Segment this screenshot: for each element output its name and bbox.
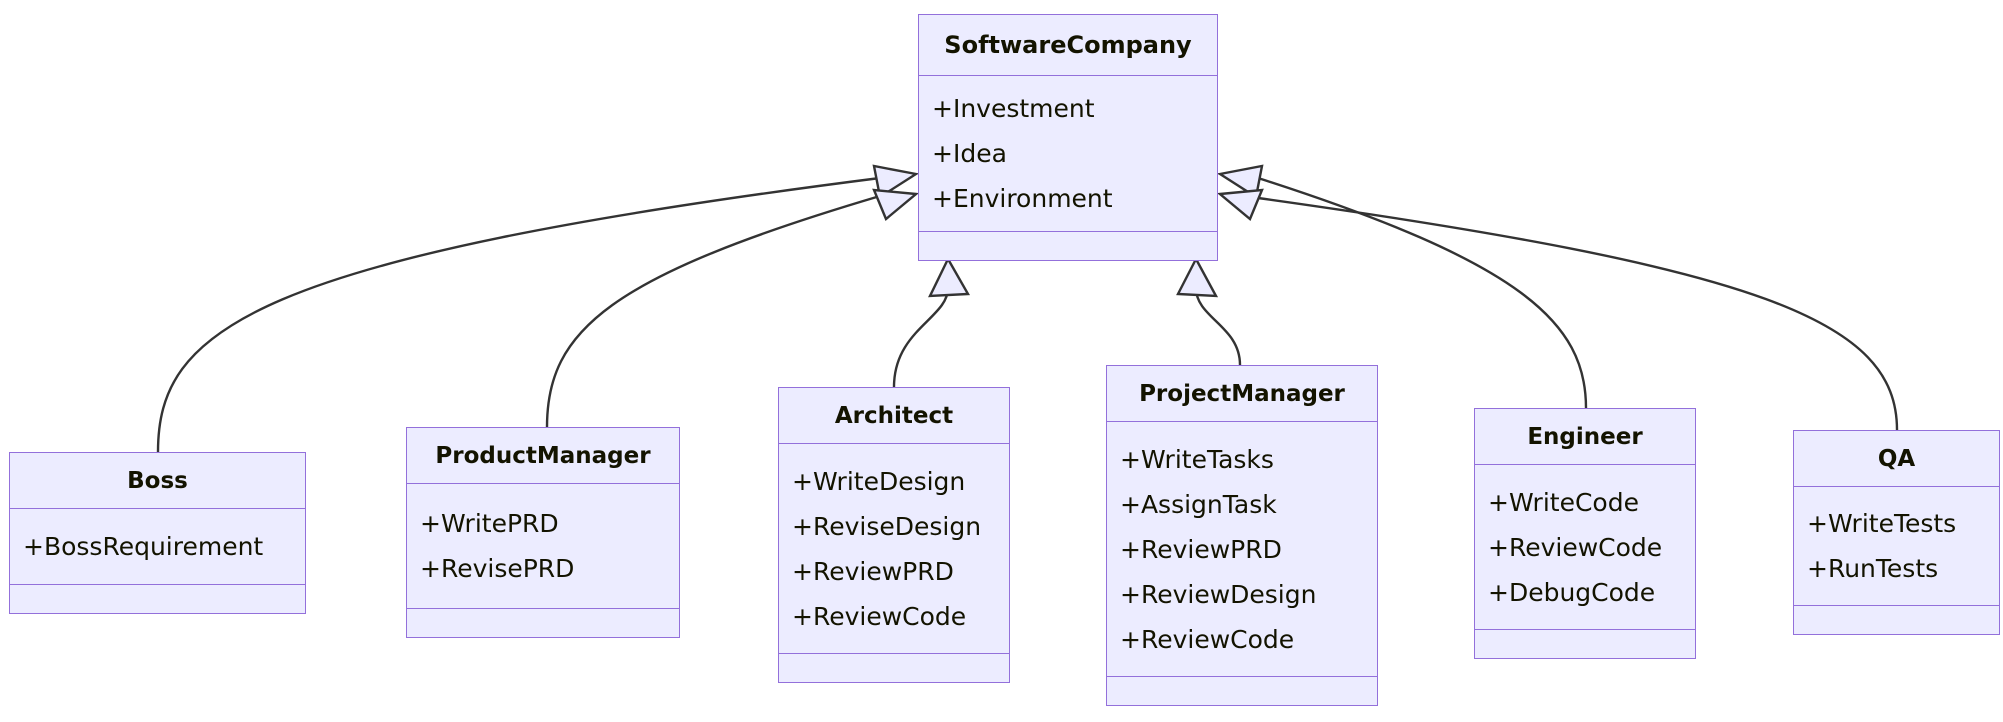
class-title-software-company: SoftwareCompany <box>944 31 1192 59</box>
class-divider-top-project-manager <box>1107 421 1377 422</box>
class-title-product-manager: ProductManager <box>435 442 651 469</box>
class-node-project-manager[interactable]: ProjectManager +WriteTasks +AssignTask +Rev… <box>1106 365 1378 706</box>
class-attributes-project-manager: +WriteTasks +AssignTask +ReviewPRD +ReviewD… <box>1107 422 1377 676</box>
class-attribute: +WriteTasks <box>1120 444 1274 474</box>
arrowhead-projectmanager <box>1176 256 1219 298</box>
class-attributes-engineer: +WriteCode +ReviewCode +DebugCode <box>1475 465 1695 629</box>
class-title-project-manager: ProjectManager <box>1139 380 1345 407</box>
class-attribute: +RunTests <box>1807 554 1939 583</box>
class-attribute: +WriteDesign <box>792 466 966 496</box>
class-attribute: +ReviseDesign <box>792 511 982 541</box>
arrowhead-engineer <box>1216 164 1264 199</box>
class-attributes-product-manager: +WritePRD +RevisePRD <box>407 484 679 608</box>
class-attributes-software-company: +Investment +Idea +Environment <box>919 76 1217 231</box>
class-node-software-company[interactable]: SoftwareCompany +Investment +Idea +Environm… <box>918 14 1218 261</box>
class-attribute: +ReviewPRD <box>1120 534 1282 564</box>
class-divider-top-engineer <box>1475 464 1695 465</box>
class-node-qa[interactable]: QA +WriteTests +RunTests <box>1793 430 2000 635</box>
class-attributes-qa: +WriteTests +RunTests <box>1794 487 1999 605</box>
class-divider-bottom-project-manager <box>1107 676 1377 677</box>
class-title-boss: Boss <box>127 467 188 494</box>
class-methods-product-manager <box>407 609 679 637</box>
class-attribute: +ReviewCode <box>792 601 967 631</box>
class-divider-bottom-engineer <box>1475 629 1695 630</box>
class-attributes-boss: +BossRequirement <box>10 509 305 584</box>
class-title-engineer: Engineer <box>1527 423 1643 450</box>
class-node-engineer[interactable]: Engineer +WriteCode +ReviewCode +DebugCode <box>1474 408 1696 659</box>
class-methods-boss <box>10 585 305 613</box>
class-attribute: +AssignTask <box>1120 489 1277 519</box>
class-attribute: +Investment <box>932 94 1095 123</box>
class-methods-software-company <box>919 232 1217 260</box>
class-methods-engineer <box>1475 630 1695 658</box>
class-node-product-manager[interactable]: ProductManager +WritePRD +RevisePRD <box>406 427 680 638</box>
class-divider-bottom-boss <box>10 584 305 585</box>
class-divider-top-qa <box>1794 486 1999 487</box>
class-divider-bottom-qa <box>1794 605 1999 606</box>
class-attribute: +WritePRD <box>420 509 559 538</box>
class-attribute: +BossRequirement <box>23 532 264 561</box>
class-attribute: +ReviewCode <box>1120 624 1295 654</box>
class-attribute: +ReviewDesign <box>1120 579 1317 609</box>
class-title-qa: QA <box>1877 445 1916 472</box>
class-divider-top-software-company <box>919 75 1217 76</box>
class-attribute: +DebugCode <box>1488 577 1656 607</box>
class-divider-bottom-product-manager <box>407 608 679 609</box>
arrowhead-qa <box>1217 188 1264 221</box>
class-divider-bottom-software-company <box>919 231 1217 232</box>
class-divider-top-boss <box>10 508 305 509</box>
arrowhead-boss <box>872 164 920 199</box>
class-node-boss[interactable]: Boss +BossRequirement <box>9 452 306 614</box>
class-attribute: +Environment <box>932 184 1113 213</box>
class-methods-qa <box>1794 606 1999 634</box>
arrowhead-architect <box>928 256 971 298</box>
class-title-architect: Architect <box>834 402 954 429</box>
edge-architect-to-softwarecompany <box>892 287 950 388</box>
class-divider-top-product-manager <box>407 483 679 484</box>
edge-boss-to-softwarecompany <box>156 176 881 453</box>
class-divider-bottom-architect <box>779 653 1009 654</box>
class-attribute: +ReviewPRD <box>792 556 954 586</box>
class-attribute: +WriteTests <box>1807 509 1957 538</box>
class-divider-top-architect <box>779 443 1009 444</box>
class-attribute: +ReviewCode <box>1488 532 1663 562</box>
class-methods-project-manager <box>1107 677 1377 705</box>
edge-projectmanager-to-softwarecompany <box>1194 287 1242 366</box>
class-node-architect[interactable]: Architect +WriteDesign +ReviseDesign +Revie… <box>778 387 1010 683</box>
class-attribute: +RevisePRD <box>420 554 575 583</box>
class-attribute: +Idea <box>932 139 1007 168</box>
arrowhead-productmanager <box>872 188 919 221</box>
class-methods-architect <box>779 654 1009 682</box>
class-attribute: +WriteCode <box>1488 487 1639 517</box>
class-attributes-architect: +WriteDesign +ReviseDesign +ReviewPRD +Revi… <box>779 444 1009 653</box>
